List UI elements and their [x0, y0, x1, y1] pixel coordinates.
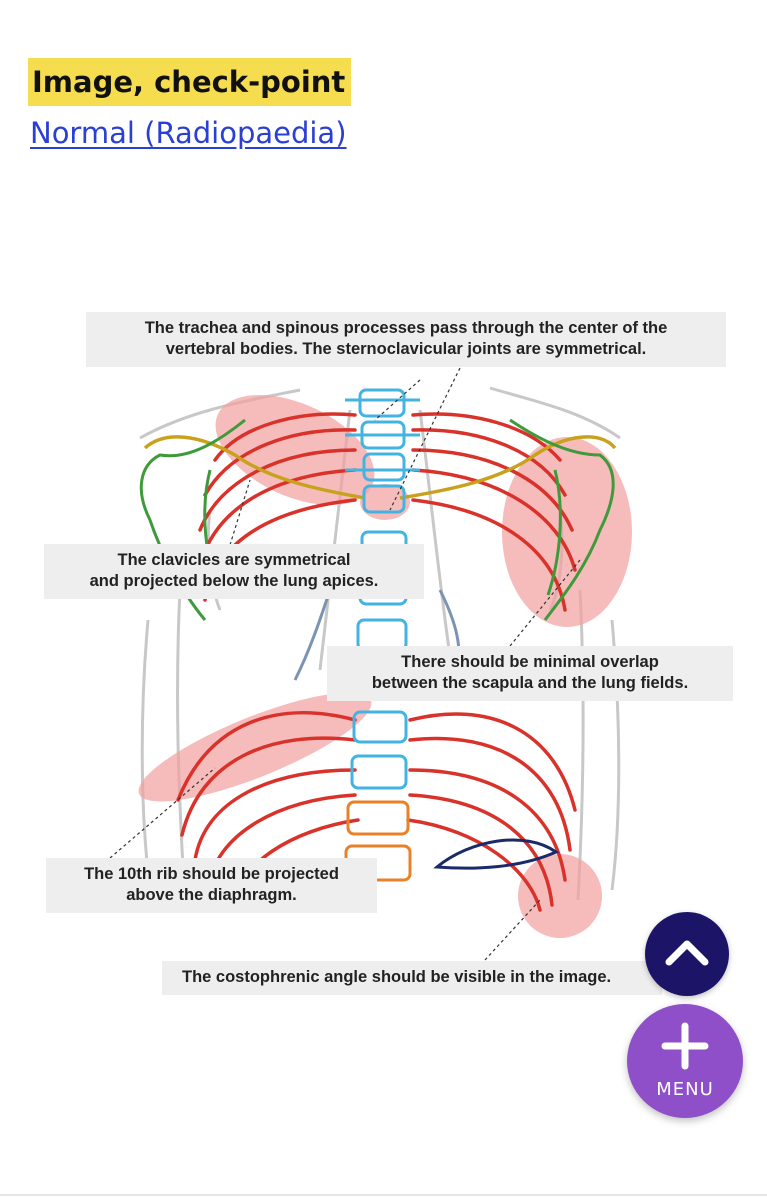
clavicles	[143, 435, 617, 500]
callout-10th-rib: The 10th rib should be projected above t…	[46, 858, 377, 913]
radiopaedia-link[interactable]: Normal (Radiopaedia)	[30, 116, 347, 150]
callout-costophrenic-angle: The costophrenic angle should be visible…	[162, 961, 662, 995]
chevron-up-icon	[665, 940, 709, 966]
bottom-divider	[0, 1194, 767, 1196]
chest-xray-diagram: The trachea and spinous processes pass t…	[0, 290, 767, 1010]
ribs	[176, 412, 577, 912]
leader-lines	[109, 367, 581, 961]
callout-clavicles: The clavicles are symmetrical and projec…	[44, 544, 424, 599]
callout-scapula: There should be minimal overlap between …	[327, 646, 733, 701]
diaphragm-outline	[433, 838, 560, 870]
scapulae	[139, 418, 615, 621]
menu-button[interactable]: MENU	[627, 1004, 743, 1118]
plus-icon	[661, 1022, 709, 1070]
menu-label: MENU	[656, 1079, 714, 1100]
callout-trachea: The trachea and spinous processes pass t…	[86, 312, 726, 367]
scroll-to-top-button[interactable]	[645, 912, 729, 996]
chest-skeleton-illustration	[109, 367, 632, 961]
section-heading: Image, check-point	[28, 58, 352, 106]
